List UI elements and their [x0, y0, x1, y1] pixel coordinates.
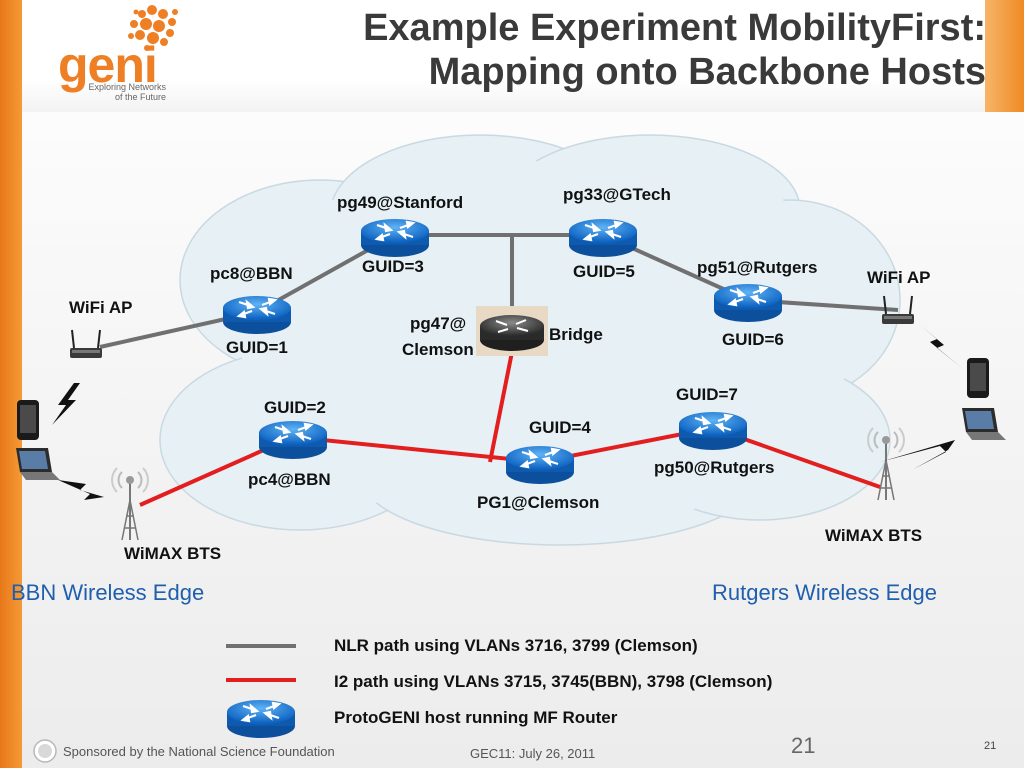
- label-stanford-guid: GUID=3: [362, 257, 424, 276]
- label-pc8-host: pc8@BBN: [210, 264, 293, 283]
- bolt-left-wifi-icon: [52, 383, 80, 425]
- logo-tagline-line2: of the Future: [114, 92, 166, 102]
- label-pc8-guid: GUID=1: [226, 338, 288, 357]
- label-pc4-guid: GUID=2: [264, 398, 326, 417]
- title-line2: Mapping onto Backbone Hosts: [428, 51, 986, 93]
- phone-right-icon: [967, 358, 989, 398]
- legend-nlr-text: NLR path using VLANs 3716, 3799 (Clemson…: [334, 636, 698, 655]
- logo-wordmark: geni: [58, 37, 158, 93]
- footer-page-number-large: 21: [791, 733, 816, 758]
- label-wifi-right: WiFi AP: [867, 268, 931, 287]
- wireless-signal-icons: [52, 325, 962, 500]
- router-pc8: [221, 294, 293, 336]
- label-bbn-wireless-edge: BBN Wireless Edge: [11, 580, 205, 605]
- page-title: Example Experiment MobilityFirst: Mappin…: [266, 6, 986, 94]
- label-gtech-guid: GUID=5: [573, 262, 635, 281]
- laptop-left-icon: [16, 448, 60, 480]
- label-gtech-host: pg33@GTech: [563, 185, 671, 204]
- left-accent-bar: [0, 0, 22, 768]
- link-pc4-pg1: [292, 435, 541, 464]
- label-rutgers51-host: pg51@Rutgers: [697, 258, 818, 277]
- legend-i2-text: I2 path using VLANs 3715, 3745(BBN), 379…: [334, 672, 773, 691]
- title-line1: Example Experiment MobilityFirst:: [363, 7, 986, 49]
- link-bridge-pg1: [488, 351, 514, 463]
- router-gtech: [567, 217, 639, 259]
- label-wifi-left: WiFi AP: [69, 298, 133, 317]
- bolt-right-wimax-icon: [880, 440, 955, 470]
- header-band: [22, 0, 1024, 112]
- router-pc4: [257, 419, 329, 461]
- laptop-right-icon: [962, 408, 1006, 440]
- legend-router-swatch: [225, 698, 297, 740]
- bolt-left-wimax-icon: [58, 480, 104, 500]
- label-rutgers-wireless-edge: Rutgers Wireless Edge: [712, 580, 937, 605]
- legend-router-text: ProtoGENI host running MF Router: [334, 708, 618, 727]
- router-rutgers50: [677, 410, 749, 452]
- router-rutgers51: [712, 282, 784, 324]
- wifi-ap-left-icon: [69, 329, 103, 359]
- footer-sponsor: Sponsored by the National Science Founda…: [63, 744, 335, 759]
- label-bridge: Bridge: [549, 325, 603, 344]
- label-wimax-right: WiMAX BTS: [825, 526, 923, 545]
- phone-left-icon: [17, 400, 39, 440]
- label-pg1-host: PG1@Clemson: [477, 493, 600, 512]
- logo-tagline: Exploring Networks of the Future: [88, 82, 166, 102]
- nsf-logo-icon: [33, 739, 57, 763]
- label-wimax-left: WiMAX BTS: [124, 544, 222, 563]
- logo-tagline-line1: Exploring Networks: [88, 82, 166, 92]
- label-clemson47-line2: Clemson: [402, 340, 474, 359]
- header-accent-edge: [985, 0, 1024, 112]
- label-rutgers50-guid: GUID=7: [676, 385, 738, 404]
- label-rutgers51-guid: GUID=6: [722, 330, 784, 349]
- footer-page-number-small: 21: [984, 740, 997, 752]
- label-pg1-guid: GUID=4: [529, 418, 591, 437]
- router-pg1: [504, 444, 576, 486]
- bridge-router: [476, 306, 548, 356]
- router-stanford: [359, 217, 431, 259]
- label-stanford-host: pg49@Stanford: [337, 193, 464, 212]
- label-clemson47-line1: pg47@: [410, 314, 467, 333]
- footer-event: GEC11: July 26, 2011: [470, 746, 596, 761]
- bolt-right-wifi-icon: [920, 325, 962, 368]
- label-pc4-host: pc4@BBN: [248, 470, 331, 489]
- label-rutgers50-host: pg50@Rutgers: [654, 458, 775, 477]
